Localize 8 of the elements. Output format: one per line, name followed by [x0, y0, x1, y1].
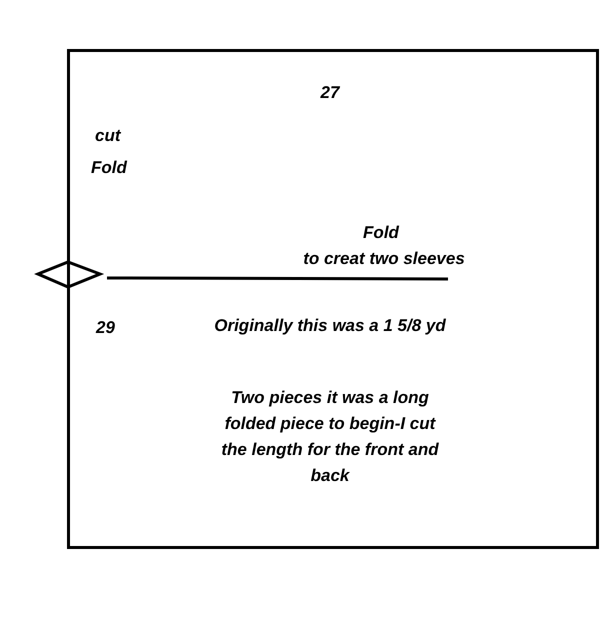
note-text: Originally this was a 1 5/8 yd [213, 315, 447, 337]
note-text: to creat two sleeves [302, 248, 466, 270]
note-text: Two pieces it was a long folded piece to begin-I cut the length for the front and back [220, 387, 440, 487]
note-text: Fold [362, 222, 400, 244]
note-text: cut [95, 125, 122, 147]
note-text: Fold [91, 157, 128, 179]
note-text: 27 [319, 82, 341, 104]
note-text: 29 [96, 317, 116, 339]
